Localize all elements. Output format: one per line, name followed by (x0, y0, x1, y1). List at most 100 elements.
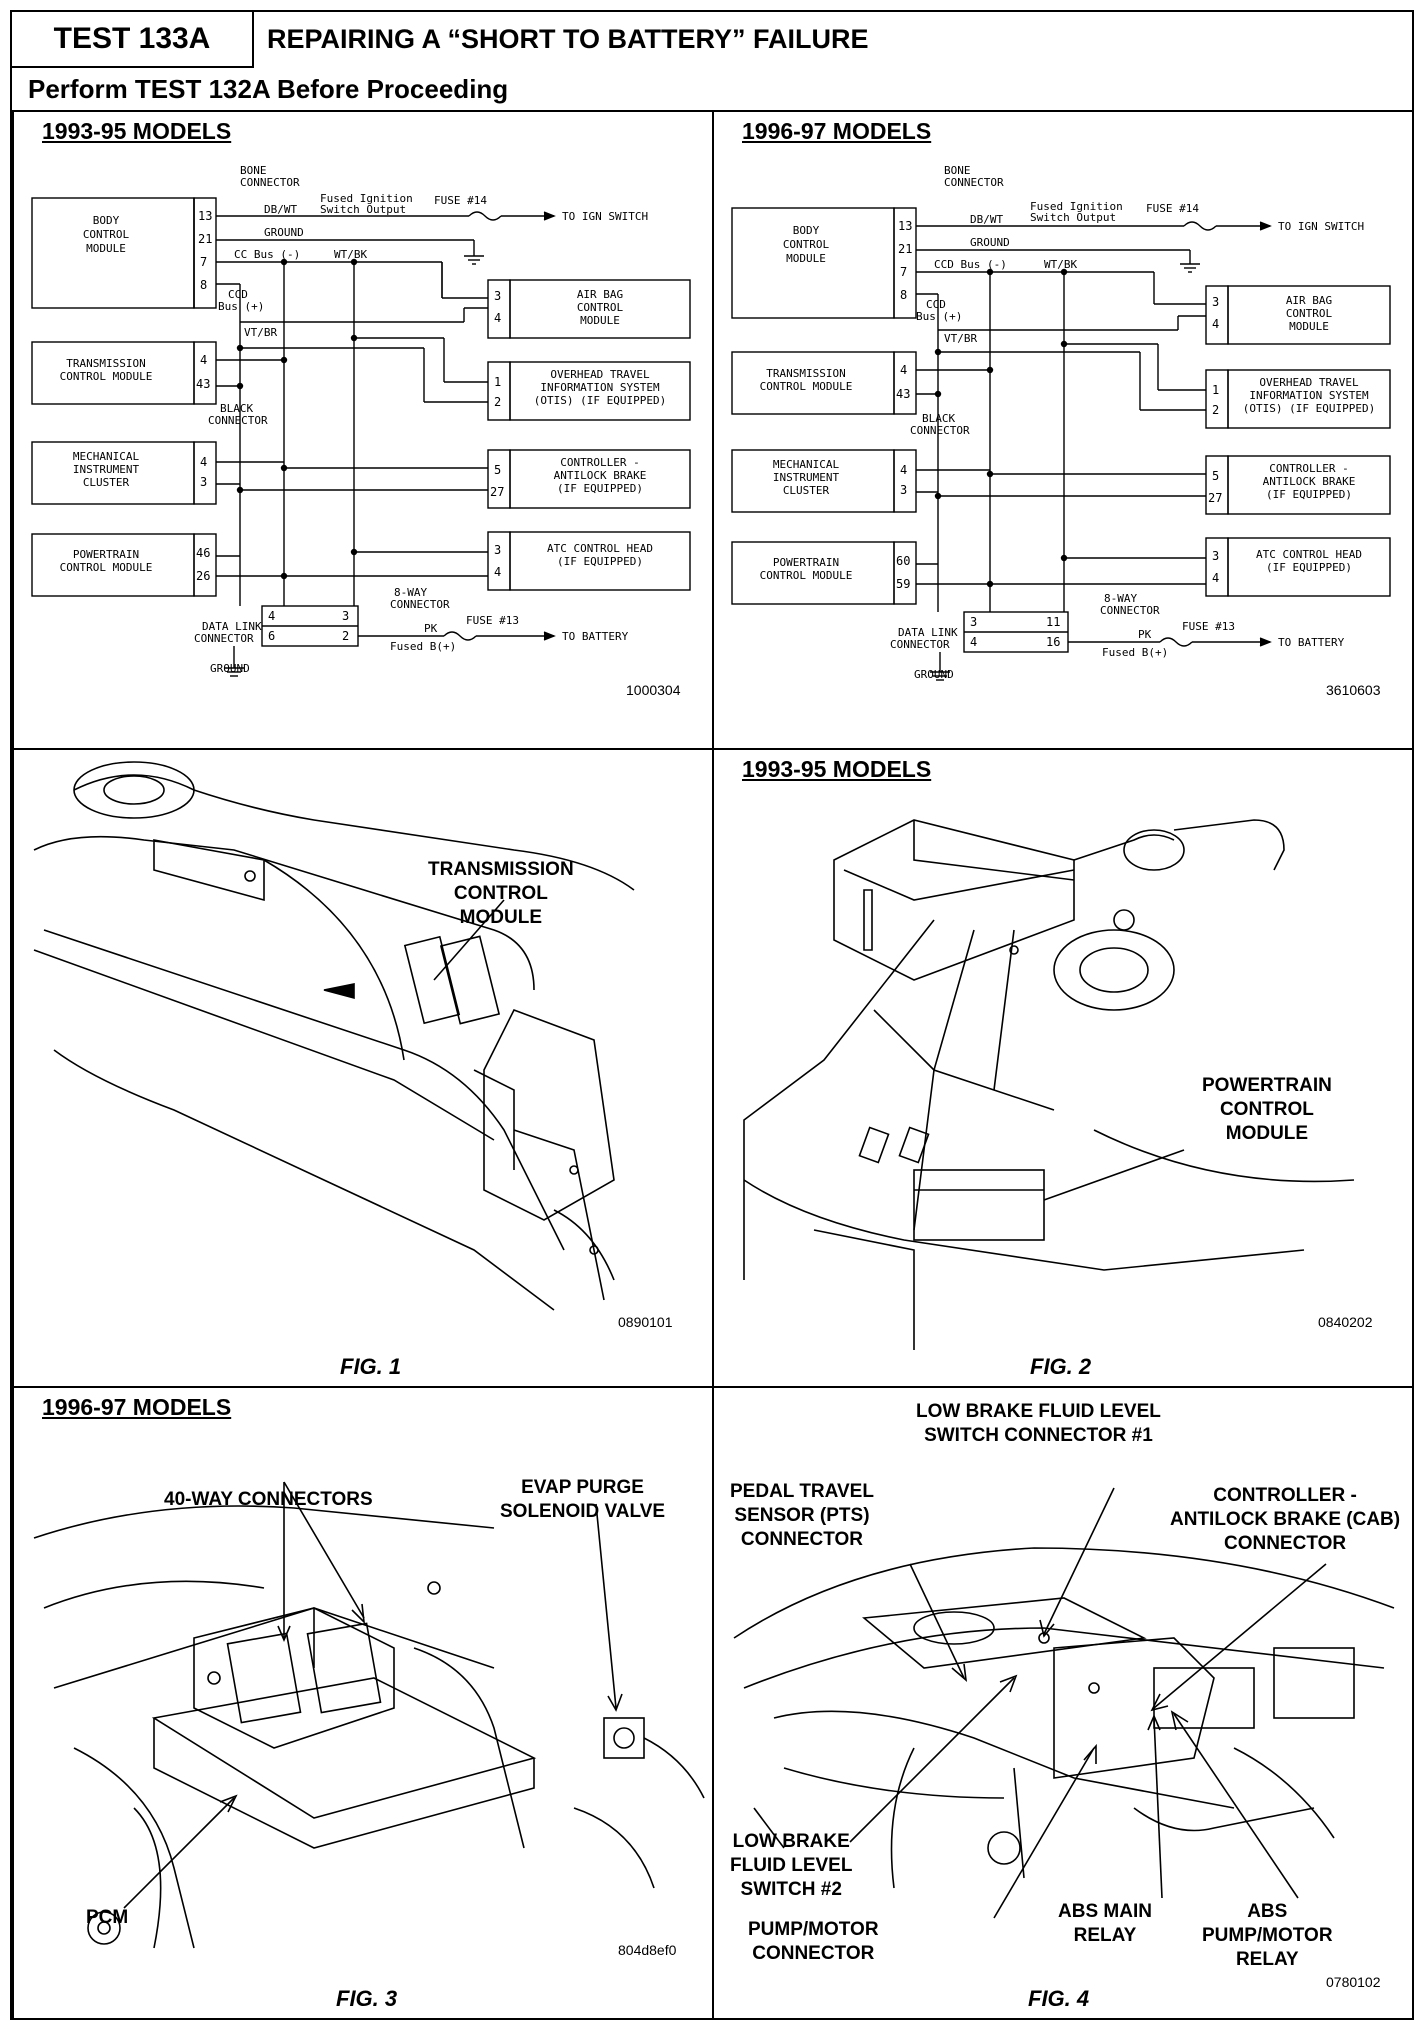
to-battery-label: TO BATTERY (1278, 636, 1345, 649)
pk-label: PK (424, 622, 438, 635)
otis-pin: 1 (1212, 383, 1219, 397)
figure-label: FIG. 3 (336, 1986, 398, 2011)
pcm-pin: 46 (196, 546, 210, 560)
callout-line: CONNECTOR (1223, 1533, 1347, 1554)
callout-line: CONNECTOR (740, 1529, 864, 1550)
bcm-pin: 7 (200, 255, 207, 269)
mic-label-3: CLUSTER (783, 484, 830, 497)
to-ign-switch-label: TO IGN SWITCH (562, 210, 648, 223)
callout-line: MODULE (459, 907, 542, 928)
bcm-label-3: MODULE (86, 242, 126, 255)
bcm-pin: 7 (900, 265, 907, 279)
black-connector-label: BLACK (220, 402, 253, 415)
to-ign-switch-label: TO IGN SWITCH (1278, 220, 1364, 233)
mic-pin: 4 (200, 455, 207, 469)
bcm-pin: 21 (898, 242, 912, 256)
bcm-pin: 13 (198, 209, 212, 223)
abs-pin: 5 (1212, 469, 1219, 483)
tcm-pin: 43 (196, 377, 210, 391)
otis-label-2: INFORMATION SYSTEM (1249, 389, 1369, 402)
bone-connector-label: BONE (240, 164, 267, 177)
abs-pump-motor-relay-callout: ABS PUMP/MOTOR RELAY (1202, 1900, 1333, 1972)
figure-code: 0890101 (618, 1314, 673, 1330)
wt-bk-label: WT/BK (1044, 258, 1077, 271)
mic-pin: 4 (900, 463, 907, 477)
callout-line: CONTROL (1219, 1099, 1314, 1120)
fuse13-label: FUSE #13 (466, 614, 519, 627)
abs-label-1: CONTROLLER - (560, 456, 639, 469)
pcm-pin: 59 (896, 577, 910, 591)
figure-label: FIG. 4 (1028, 1986, 1090, 2011)
evap-purge-solenoid-callout: EVAP PURGE SOLENOID VALVE (500, 1476, 665, 1524)
callout-line: PUMP/MOTOR (1202, 1925, 1333, 1946)
callout-line: POWERTRAIN (1202, 1075, 1332, 1096)
airbag-label-3: MODULE (580, 314, 620, 327)
prerequisite-note: Perform TEST 132A Before Proceeding (28, 74, 509, 104)
db-wt-label: DB/WT (970, 213, 1003, 226)
atc-pin: 4 (1212, 571, 1219, 585)
callout-line: EVAP PURGE (521, 1477, 644, 1498)
atc-pin: 3 (494, 543, 501, 557)
figure-3-panel: 1996-97 MODELS 40- (12, 1386, 714, 2020)
figure-label: FIG. 1 (340, 1354, 402, 1379)
figure-1-panel: TRANSMISSION CONTROL MODULE 0890101 FIG.… (12, 748, 714, 1388)
bcm-pin: 13 (898, 219, 912, 233)
fuse14-label: FUSE #14 (1146, 202, 1199, 215)
abs-relay-box-shape (1153, 1667, 1255, 1729)
tcm-label-1: TRANSMISSION (766, 367, 845, 380)
callout-line: ANTILOCK BRAKE (CAB) (1170, 1509, 1401, 1530)
callout-line: SWITCH CONNECTOR #1 (924, 1425, 1153, 1446)
tcm-label-2: CONTROL MODULE (60, 370, 153, 383)
black-connector-label: CONNECTOR (208, 414, 268, 427)
black-connector-label: CONNECTOR (910, 424, 970, 437)
test-number: TEST 133A (12, 12, 254, 68)
abs-label-2: ANTILOCK BRAKE (1263, 475, 1356, 488)
callout-line: CONNECTOR (752, 1943, 875, 1964)
master-cylinder-shape (862, 1597, 1147, 1669)
pk-label: PK (1138, 628, 1152, 641)
bcm-pin: 21 (198, 232, 212, 246)
abs-label-3: (IF EQUIPPED) (1266, 488, 1352, 501)
airbag-label-2: CONTROL (577, 301, 624, 314)
ccd-bus-pos-label: Bus (+) (916, 310, 962, 323)
fused-ignition-label: Switch Output (1030, 211, 1116, 224)
callout-line: LOW BRAKE FLUID LEVEL (916, 1401, 1161, 1422)
airbag-pin: 3 (494, 289, 501, 303)
ccd-bus-pos-label: Bus (+) (218, 300, 264, 313)
airbag-label-1: AIR BAG (1286, 294, 1332, 307)
pcm-pin: 26 (196, 569, 210, 583)
callout-line: SOLENOID VALVE (500, 1501, 666, 1522)
airbag-label-2: CONTROL (1286, 307, 1333, 320)
mic-label-1: MECHANICAL (73, 450, 140, 463)
wt-bk-label: WT/BK (334, 248, 367, 261)
callout-line: FLUID LEVEL (730, 1855, 853, 1876)
abs-pin: 27 (1208, 491, 1222, 505)
eight-way-label: CONNECTOR (390, 598, 450, 611)
pedal-travel-sensor-callout: PEDAL TRAVEL SENSOR (PTS) CONNECTOR (730, 1480, 874, 1552)
bcm-pin: 8 (900, 288, 907, 302)
abs-label-2: ANTILOCK BRAKE (554, 469, 647, 482)
dlc-pin: 2 (342, 629, 349, 643)
atc-label-2: (IF EQUIPPED) (1266, 561, 1352, 574)
figure-4-panel: LOW BRAKE FLUID LEVEL SWITCH CONNECTOR #… (712, 1386, 1414, 2020)
bone-connector-label: BONE (944, 164, 971, 177)
mic-pin: 3 (200, 475, 207, 489)
callout-line: MODULE (1225, 1123, 1309, 1144)
mic-label-1: MECHANICAL (773, 458, 840, 471)
panel-title: 1993-95 MODELS (742, 756, 932, 782)
otis-label-2: INFORMATION SYSTEM (540, 381, 660, 394)
ground-wire-label: GROUND (970, 236, 1010, 249)
dlc-pin: 6 (268, 629, 275, 643)
ccd-bus-pos-label: CCD (228, 288, 248, 301)
fig1-illustration (33, 761, 635, 1311)
callout-line: RELAY (1073, 1925, 1137, 1946)
black-connector-label: BLACK (922, 412, 955, 425)
ccd-bus-neg-label: CC Bus (-) (234, 248, 300, 261)
data-link-label: CONNECTOR (194, 632, 254, 645)
fig2-illustration (743, 819, 1355, 1350)
atc-label-1: ATC CONTROL HEAD (547, 542, 653, 555)
dlc-pin: 3 (342, 609, 349, 623)
bcm-label-3: MODULE (786, 252, 826, 265)
atc-label-1: ATC CONTROL HEAD (1256, 548, 1362, 561)
bcm-label-1: BODY (793, 224, 820, 237)
